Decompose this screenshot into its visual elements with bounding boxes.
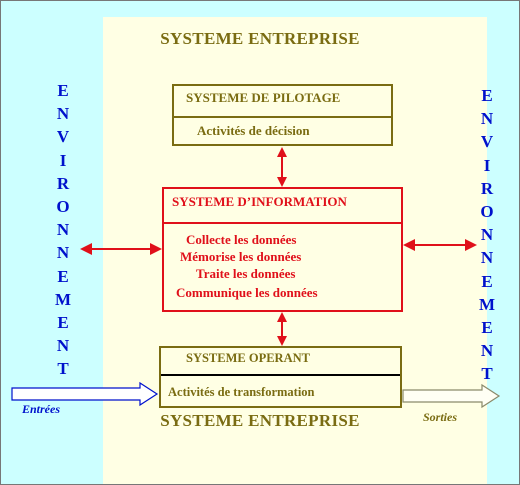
operant-activity: Activités de transformation — [168, 385, 315, 399]
inputs-label: Entrées — [22, 402, 61, 416]
operant-system-box — [159, 346, 402, 408]
env-right-letter: E — [481, 271, 493, 291]
enterprise-title-top: SYSTEME ENTREPRISE — [160, 29, 360, 48]
pilotage-activity: Activités de décision — [197, 123, 310, 138]
environment-right: E N V I R O N N E M E N T — [472, 84, 502, 386]
env-right-letter: E — [481, 318, 493, 338]
env-left-letter: R — [56, 173, 70, 193]
env-right-letter: N — [480, 109, 494, 129]
env-right-letter: N — [480, 248, 494, 268]
env-right-letter: M — [478, 294, 496, 314]
env-left-letter: N — [56, 220, 70, 240]
information-title: SYSTEME D’INFORMATION — [172, 194, 347, 209]
pilotage-information-arrow — [277, 147, 287, 187]
env-left-letter: E — [57, 313, 69, 333]
env-right-letter: O — [480, 202, 494, 222]
information-operant-arrow — [277, 312, 287, 346]
information-system-box — [162, 187, 403, 312]
info-function-communicate: Communique les données — [176, 285, 318, 300]
env-right-letter: V — [480, 132, 494, 152]
env-right-letter: E — [481, 86, 493, 105]
information-divider — [164, 222, 401, 224]
info-function-process: Traite les données — [196, 266, 296, 281]
env-right-letter: T — [481, 364, 493, 384]
operant-divider — [161, 374, 400, 376]
env-left-letter: T — [57, 359, 69, 379]
pilotage-system-box — [172, 84, 393, 146]
env-left-letter: N — [56, 336, 70, 356]
operant-title: SYSTEME OPERANT — [186, 351, 310, 365]
outputs-label: Sorties — [423, 410, 458, 424]
env-left-letter: O — [56, 197, 70, 217]
env-right-letter: R — [480, 178, 494, 198]
env-right-letter: N — [480, 341, 494, 361]
env-left-letter: M — [54, 289, 72, 309]
env-right-letter: N — [480, 225, 494, 245]
environment-left: E N V I R O N N E M E N T — [48, 79, 78, 381]
info-function-collect: Collecte les données — [186, 232, 297, 247]
left-environment-arrow — [80, 243, 162, 255]
env-right-letter: I — [483, 155, 491, 175]
right-environment-arrow — [403, 239, 477, 251]
env-left-letter: I — [59, 150, 67, 170]
pilotage-title: SYSTEME DE PILOTAGE — [186, 90, 341, 105]
pilotage-divider — [174, 116, 391, 118]
env-left-letter: N — [56, 243, 70, 263]
env-left-letter: N — [56, 104, 70, 124]
env-left-letter: E — [57, 81, 69, 100]
env-left-letter: V — [56, 127, 70, 147]
info-function-store: Mémorise les données — [180, 249, 302, 264]
outputs-arrow — [402, 383, 501, 409]
env-left-letter: E — [57, 266, 69, 286]
enterprise-title-bottom: SYSTEME ENTREPRISE — [160, 411, 360, 430]
inputs-arrow — [11, 381, 159, 407]
